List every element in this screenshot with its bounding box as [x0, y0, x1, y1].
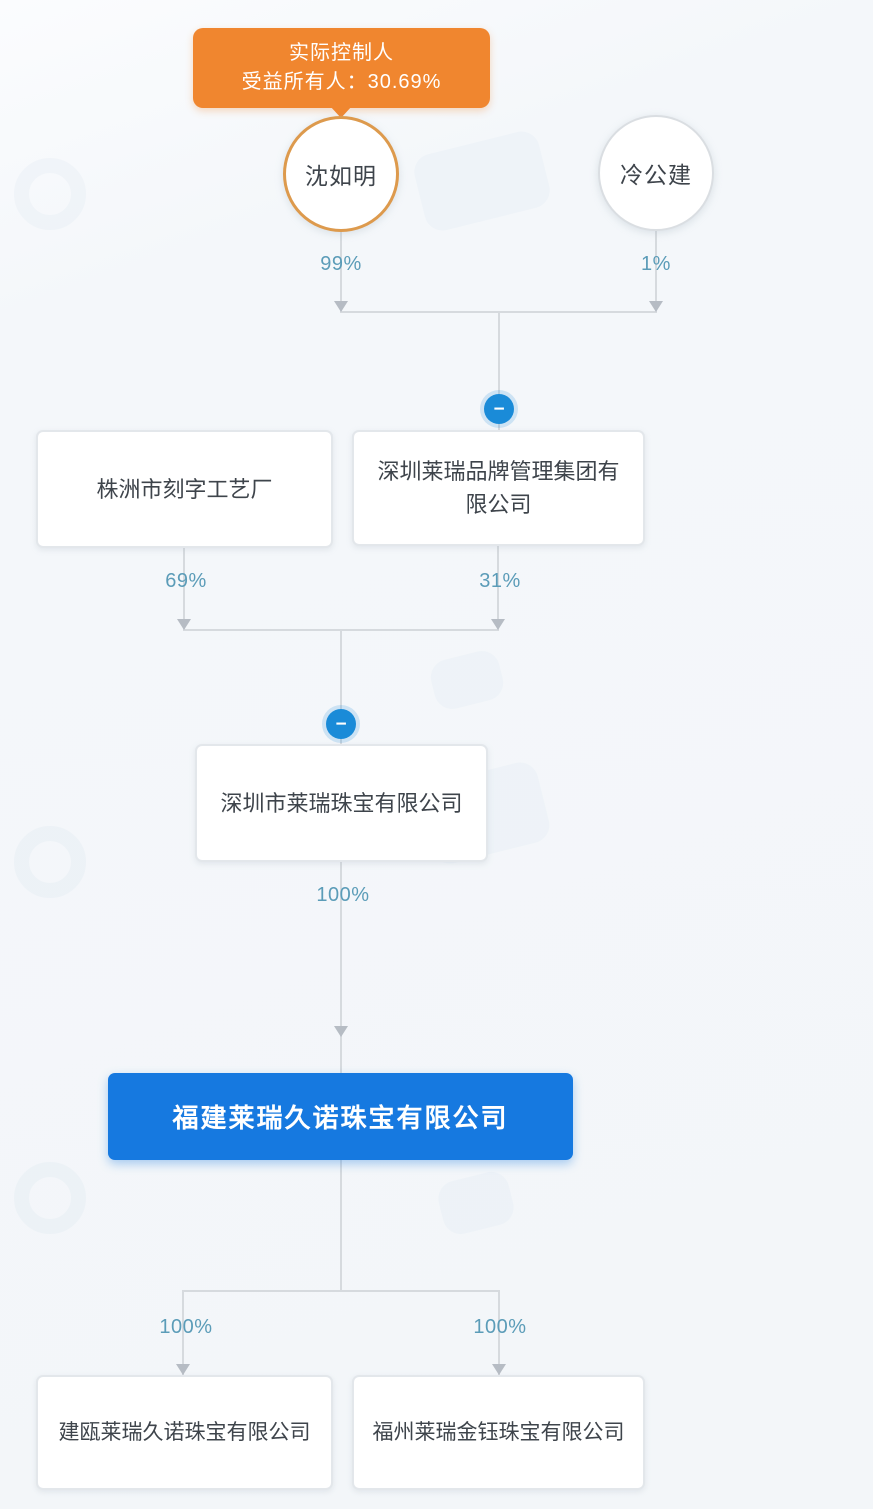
person-name: 冷公建: [620, 162, 692, 188]
watermark-text-ghost: [426, 647, 508, 713]
company-node-main-fujian[interactable]: 福建莱瑞久诺珠宝有限公司: [108, 1073, 573, 1160]
arrow-down-icon: [334, 1026, 348, 1037]
arrow-down-icon: [491, 619, 505, 630]
arrow-down-icon: [177, 619, 191, 630]
company-name: 株洲市刻字工艺厂: [96, 476, 273, 502]
connector-row2-to-main: [340, 862, 342, 1073]
minus-icon: −: [493, 398, 505, 420]
watermark-logo-icon: [14, 826, 86, 898]
person-node-lenggongjian[interactable]: 冷公建: [598, 115, 714, 231]
person-node-shenruming[interactable]: 沈如明: [283, 116, 399, 232]
ownership-label: 31%: [479, 570, 521, 592]
ownership-label: 99%: [320, 253, 362, 275]
person-name: 沈如明: [305, 163, 377, 189]
ownership-label: 100%: [316, 884, 370, 906]
company-name: 福建莱瑞久诺珠宝有限公司: [172, 1103, 509, 1133]
connector-to-row1-right: [498, 311, 500, 430]
arrow-down-icon: [649, 301, 663, 312]
arrow-down-icon: [492, 1364, 506, 1375]
actual-controller-badge: 实际控制人 受益所有人：30.69%: [193, 28, 490, 108]
ownership-label: 100%: [473, 1316, 527, 1338]
connector-row1-right-down: [497, 545, 499, 630]
connector-split-bottom: [182, 1290, 500, 1292]
company-node-jianou[interactable]: 建瓯莱瑞久诺珠宝有限公司: [36, 1375, 333, 1490]
minus-icon: −: [335, 713, 347, 735]
company-name: 深圳莱瑞品牌管理集团有限公司: [377, 459, 620, 517]
arrow-down-icon: [176, 1364, 190, 1375]
connector-row1-left-down: [183, 548, 185, 630]
company-node-shenzhen-laray-brand[interactable]: 深圳莱瑞品牌管理集团有限公司: [352, 430, 645, 546]
connector-main-down: [340, 1160, 342, 1291]
badge-line1: 实际控制人: [289, 42, 394, 64]
company-name: 建瓯莱瑞久诺珠宝有限公司: [58, 1421, 311, 1444]
arrow-down-icon: [334, 301, 348, 312]
connector-child-right-down: [498, 1290, 500, 1375]
badge-pointer: [330, 106, 352, 118]
company-node-zhuzhou[interactable]: 株洲市刻字工艺厂: [36, 430, 333, 548]
company-node-fuzhou[interactable]: 福州莱瑞金钰珠宝有限公司: [352, 1375, 645, 1490]
company-name: 深圳市莱瑞珠宝有限公司: [220, 790, 463, 816]
badge-line2: 受益所有人：30.69%: [241, 71, 442, 93]
ownership-label: 69%: [165, 570, 207, 592]
ownership-label: 1%: [641, 253, 671, 275]
company-name: 福州莱瑞金钰珠宝有限公司: [372, 1421, 625, 1444]
connector-to-row2: [340, 629, 342, 744]
watermark-text-ghost: [434, 1168, 518, 1238]
watermark-logo-icon: [14, 158, 86, 230]
watermark-text-ghost: [410, 127, 554, 235]
connector-shen-down: [340, 232, 342, 312]
watermark-logo-icon: [14, 1162, 86, 1234]
connector-leng-down: [655, 231, 657, 312]
collapse-toggle-button[interactable]: −: [484, 394, 514, 424]
ownership-label: 100%: [159, 1316, 213, 1338]
company-node-shenzhen-laray-jewelry[interactable]: 深圳市莱瑞珠宝有限公司: [195, 744, 488, 862]
connector-child-left-down: [182, 1290, 184, 1375]
collapse-toggle-button[interactable]: −: [326, 709, 356, 739]
